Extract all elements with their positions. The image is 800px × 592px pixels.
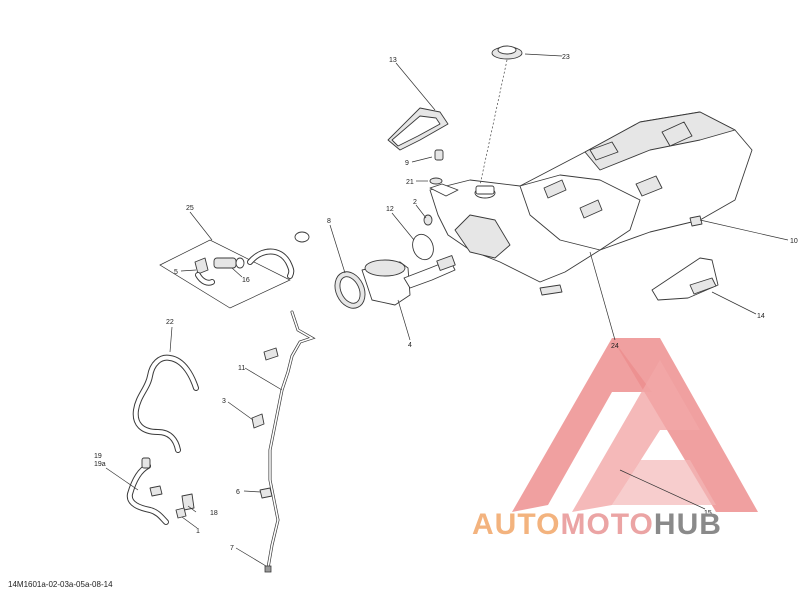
vent-hose-19 <box>126 457 169 525</box>
callout-21: 21 <box>406 179 414 186</box>
fitting-9 <box>434 149 444 161</box>
clip-10 <box>689 215 703 227</box>
watermark-text: AUTOMOTOHUB <box>472 508 722 542</box>
callout-19: 19 <box>94 453 102 460</box>
watermark-part-moto: MOTO <box>560 508 654 541</box>
callout-22: 22 <box>166 319 174 326</box>
fuel-pump-module <box>361 255 456 306</box>
clip-18 <box>149 485 195 511</box>
callout-12: 12 <box>386 206 394 213</box>
clip-1 <box>175 507 187 519</box>
fuel-line-11 <box>264 310 316 573</box>
callout-6: 6 <box>236 489 240 496</box>
heat-shield <box>387 107 449 151</box>
callout-19a: 19a <box>94 461 106 468</box>
callout-4: 4 <box>408 342 412 349</box>
callout-1: 1 <box>196 528 200 535</box>
clip-6 <box>259 487 273 499</box>
leader-lines <box>105 53 789 567</box>
hose-kit-25 <box>159 239 295 309</box>
callout-7: 7 <box>230 545 234 552</box>
callout-23: 23 <box>562 54 570 61</box>
callout-5: 5 <box>174 269 178 276</box>
watermark-logo-mark <box>512 338 758 512</box>
callout-24: 24 <box>611 343 619 350</box>
callout-15: 15 <box>704 510 712 517</box>
fuel-cap <box>479 45 523 186</box>
watermark-part-hub: HUB <box>653 508 722 541</box>
callout-2: 2 <box>413 199 417 206</box>
callout-8: 8 <box>327 218 331 225</box>
vent-hose-22 <box>132 354 199 453</box>
callout-9: 9 <box>405 160 409 167</box>
callout-3: 3 <box>222 398 226 405</box>
callout-11: 11 <box>238 365 245 372</box>
gasket-12 <box>412 233 434 261</box>
callout-16: 16 <box>242 277 250 284</box>
callout-13: 13 <box>389 57 397 64</box>
fuel-tank <box>429 111 753 296</box>
callout-18: 18 <box>210 510 218 517</box>
grommet-21 <box>429 177 443 185</box>
callout-14: 14 <box>757 313 765 320</box>
fuel-guard <box>651 257 719 301</box>
callouts: 23 13 9 21 2 12 8 4 25 5 16 10 14 24 22 … <box>94 54 798 552</box>
clip-upper <box>263 347 279 361</box>
watermark-part-auto: AUTO <box>472 508 561 541</box>
hose-clamp-small <box>294 231 310 243</box>
lock-ring-8 <box>334 271 366 309</box>
callout-10: 10 <box>790 238 798 245</box>
callout-25: 25 <box>186 205 194 212</box>
clip-3 <box>251 413 265 429</box>
diagram-reference-code: 14M1601a-02-03a-05a-08-14 <box>8 580 113 589</box>
